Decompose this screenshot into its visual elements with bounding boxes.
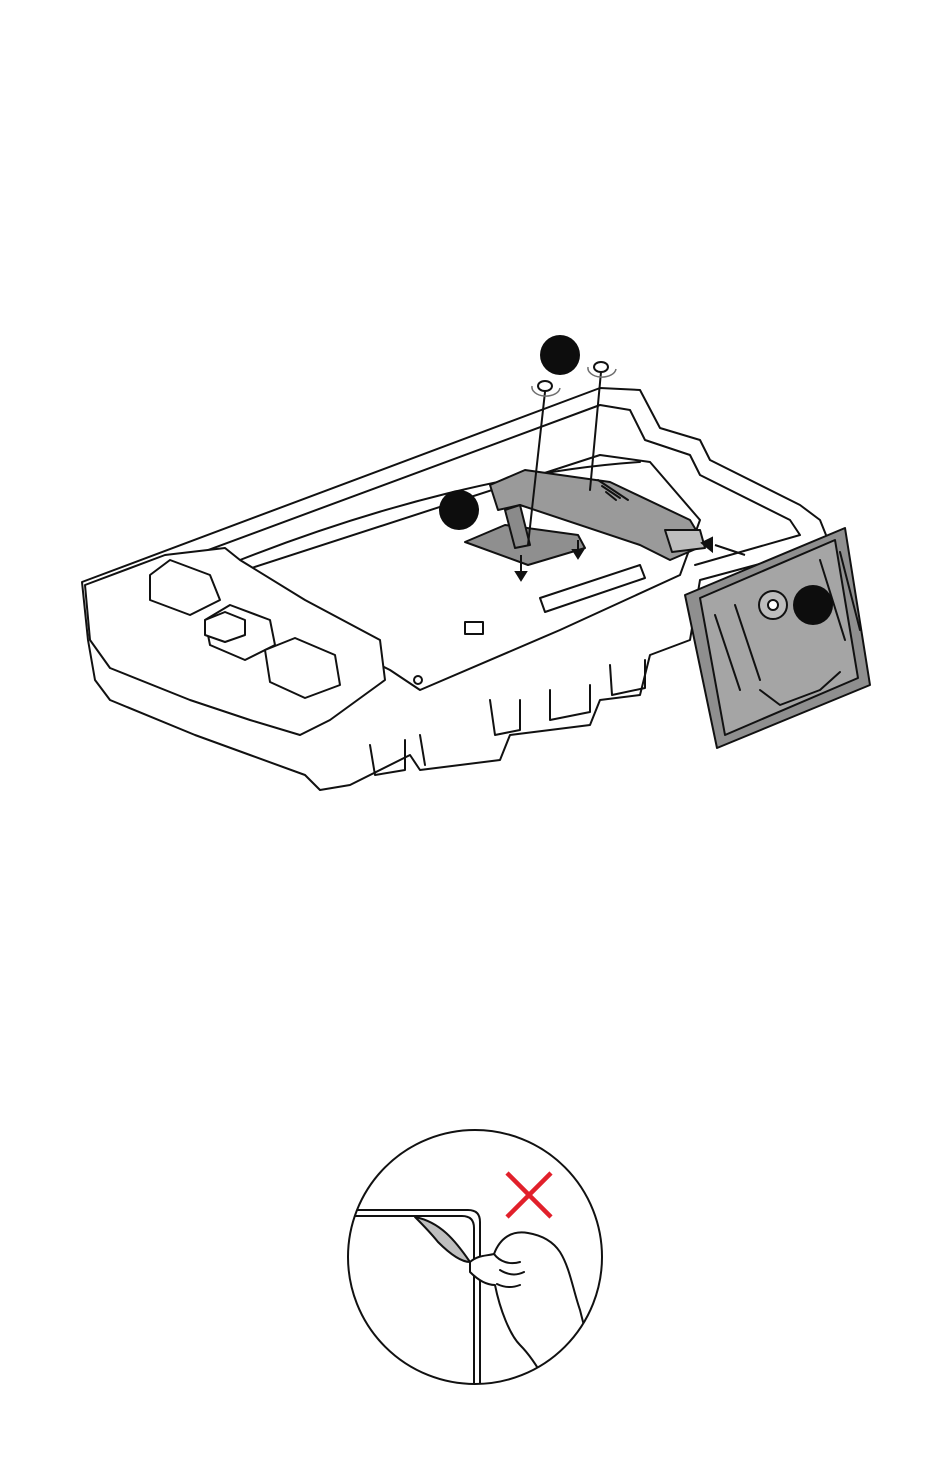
stand-arm-slot (665, 530, 705, 552)
prohibited-cross-icon (507, 1173, 551, 1217)
assembly-illustration (0, 0, 950, 900)
step-3-marker (793, 585, 833, 625)
stand-base-pivot-center (768, 600, 778, 610)
hand (470, 1232, 600, 1390)
panel-edge-outer (330, 1210, 480, 1400)
screw-2-head (594, 362, 608, 372)
prohibited-cross-icon-stroke (507, 1173, 551, 1217)
hand-fingers (494, 1254, 524, 1287)
step-1-marker (540, 335, 580, 375)
screw-1-head (538, 381, 552, 391)
warning-circle-frame (348, 1130, 602, 1384)
protective-film-peel (415, 1217, 470, 1262)
monitor-button (414, 676, 422, 684)
monitor-port (465, 622, 483, 634)
panel-edge-inner (330, 1216, 474, 1400)
step-2-marker (439, 490, 479, 530)
